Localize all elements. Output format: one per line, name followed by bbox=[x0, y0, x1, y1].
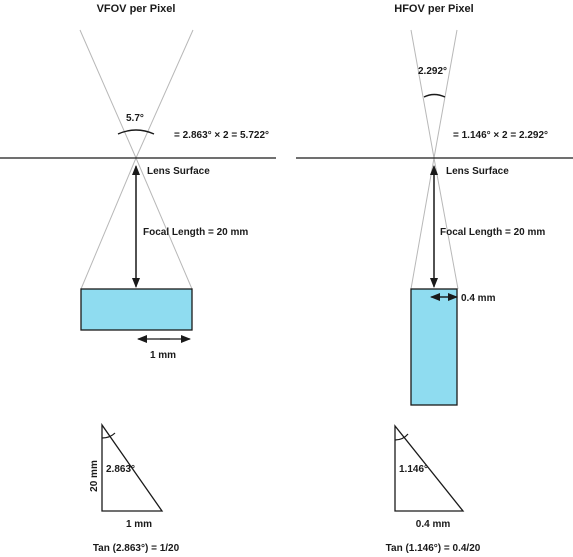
right-width-label: 0.4 mm bbox=[461, 293, 496, 304]
left-pixel-rect bbox=[80, 288, 193, 331]
left-triangle-side: 20 mm bbox=[89, 460, 100, 492]
left-focal-label: Focal Length = 20 mm bbox=[143, 227, 248, 238]
left-triangle-arc bbox=[101, 432, 116, 439]
left-lens-label: Lens Surface bbox=[147, 166, 210, 177]
left-triangle-formula: Tan (2.863°) = 1/20 bbox=[93, 543, 180, 554]
right-title: HFOV per Pixel bbox=[394, 3, 473, 15]
left-triangle-base: 1 mm bbox=[126, 519, 152, 530]
right-lens-label: Lens Surface bbox=[446, 166, 509, 177]
right-focal-label: Focal Length = 20 mm bbox=[440, 227, 545, 238]
right-triangle-angle: 1.146° bbox=[399, 464, 428, 475]
left-width-label: 1 mm bbox=[150, 350, 176, 361]
right-panel: HFOV per Pixel 2.292° = 1.146° × 2 = 2.2… bbox=[296, 3, 573, 554]
left-title: VFOV per Pixel bbox=[97, 3, 176, 15]
right-triangle-formula: Tan (1.146°) = 0.4/20 bbox=[386, 543, 481, 554]
left-triangle bbox=[101, 422, 164, 512]
left-panel: VFOV per Pixel 5.7° = 2.863° × 2 = 5.722… bbox=[0, 3, 276, 554]
right-equation: = 1.146° × 2 = 2.292° bbox=[453, 130, 548, 141]
left-triangle-angle: 2.863° bbox=[106, 464, 135, 475]
left-equation: = 2.863° × 2 = 5.722° bbox=[174, 130, 269, 141]
right-triangle bbox=[394, 424, 465, 512]
right-angle-arc bbox=[423, 93, 446, 98]
left-angle-arc bbox=[117, 129, 155, 135]
right-triangle-arc bbox=[394, 433, 409, 441]
right-angle-label: 2.292° bbox=[418, 66, 447, 77]
right-triangle-base: 0.4 mm bbox=[416, 519, 451, 530]
right-pixel-rect bbox=[410, 288, 458, 406]
left-angle-label: 5.7° bbox=[126, 113, 144, 124]
